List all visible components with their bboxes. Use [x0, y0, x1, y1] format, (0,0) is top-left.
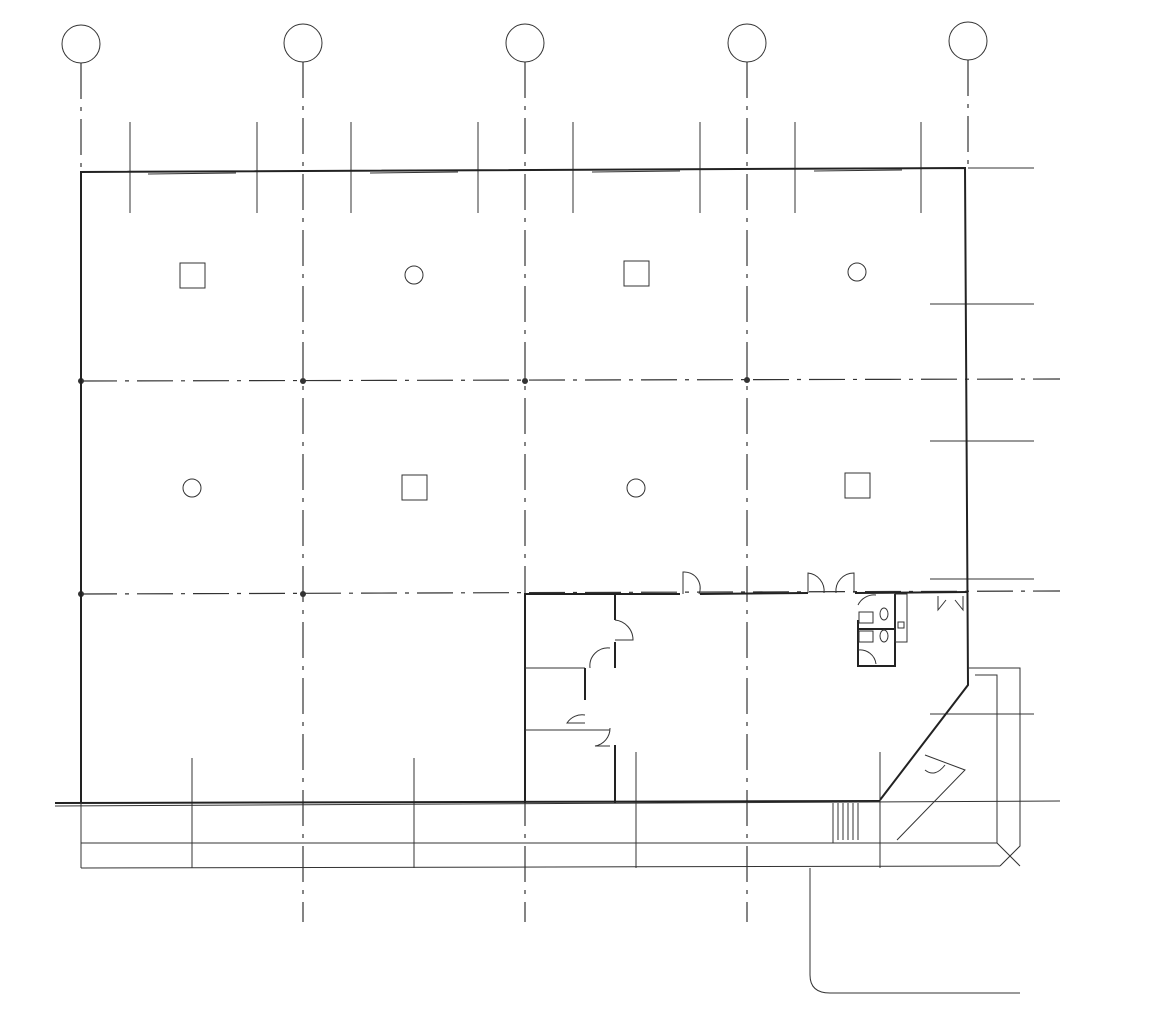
column-square [401, 474, 428, 501]
stairs [837, 803, 859, 840]
door-swing [835, 572, 855, 594]
toilet-icon [879, 607, 889, 621]
column-round [626, 478, 646, 498]
column-square [179, 262, 206, 289]
grid-lines [78, 60, 1061, 922]
door-swing [682, 571, 701, 595]
dimension-ticks [129, 122, 1034, 868]
column-round [182, 478, 202, 498]
column-square [623, 260, 650, 287]
column-round [404, 265, 424, 285]
grid-bubble [948, 21, 988, 61]
grid-bubble [505, 23, 545, 63]
entry-vestibule [832, 667, 1021, 867]
grid-bubbles [61, 21, 988, 64]
grid-bubble [61, 24, 101, 64]
toilet-icon [879, 629, 889, 643]
grid-bubble [727, 23, 767, 63]
restrooms [857, 593, 964, 667]
columns [179, 260, 871, 501]
column-square [844, 472, 871, 499]
sink-icon [858, 611, 874, 624]
exterior-walls [54, 166, 1061, 869]
door-swing [807, 572, 825, 594]
ramp-path [809, 868, 1020, 994]
sink-icon [858, 630, 874, 643]
column-round [847, 262, 867, 282]
grid-bubble [283, 23, 323, 63]
closet-doors [937, 596, 964, 612]
office-area [524, 571, 969, 803]
